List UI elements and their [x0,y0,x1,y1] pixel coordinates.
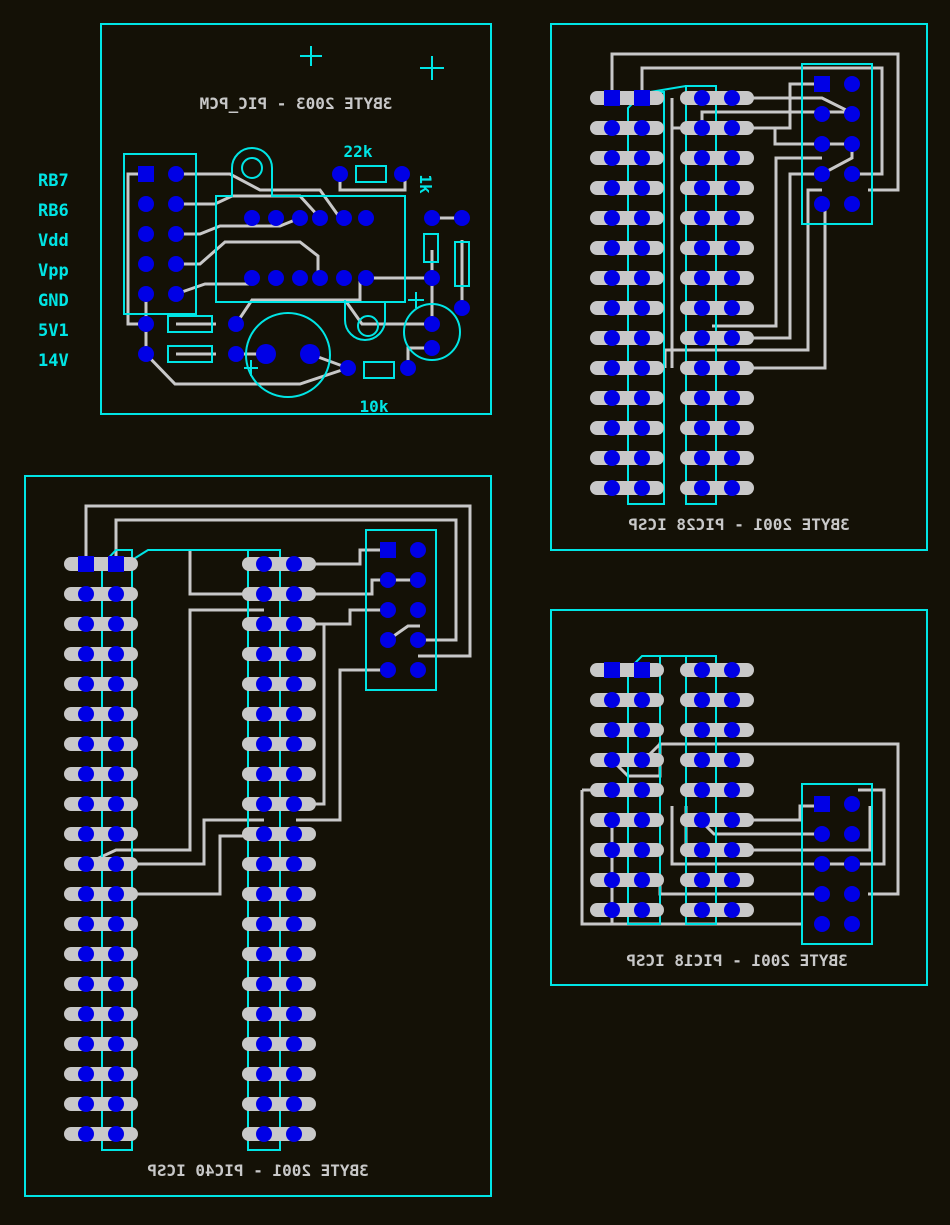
pic40-pads [64,542,426,1142]
pic40-ic-left-outline [101,549,133,1151]
pic18-board-title: 3BYTE 2001 - PIC18 ICSP [626,951,848,970]
pcm-led-outline [403,303,461,361]
pic18-pads [590,662,860,932]
pic40-ic-right-outline [247,549,281,1151]
pcm-silkscreen [123,46,470,398]
pin-label-rb6: RB6 [38,201,69,221]
pcm-resistor-10k-label: 10k [360,397,389,416]
pic28-board-title: 3BYTE 2001 - PIC28 ICSP [628,515,850,534]
pic28-pads [590,76,860,496]
pic18-ic-left-outline [627,655,661,925]
pic28-traces [610,52,900,370]
pcm-capacitor-outline [245,312,331,398]
pic40-traces [84,504,472,896]
board-outline-pic40 [24,475,492,1197]
pcm-board-title: 3BYTE 2003 - PIC_PCM [200,94,393,113]
pcm-labels: 3BYTE 2003 - PIC_PCM 22k 1k 10k [200,94,435,416]
pic40-silkscreen [101,529,437,1151]
pin-label-rb7: RB7 [38,171,69,191]
pic28-ic-right-outline [685,85,717,505]
pic40-header-outline [365,529,437,691]
pic28-header-outline [801,63,873,225]
pcm-resistor-22k-label: 22k [344,142,373,161]
board-outline-pcm [100,23,492,415]
pic18-header-outline [801,783,873,945]
pcm-resistor-1k-label: 1k [416,174,435,194]
pcm-pads [138,166,470,376]
pcm-header-outline [123,153,197,315]
pic40-board-title: 3BYTE 2001 - PIC40 ICSP [147,1161,369,1180]
pcm-regulator-outline [215,147,406,303]
pin-label-5v1: 5V1 [38,321,69,341]
pin-label-14v: 14V [38,351,69,371]
pin-label-vdd: Vdd [38,231,69,251]
board-outline-pic28 [550,23,928,551]
pin-label-vpp: Vpp [38,261,69,281]
pin-labels: RB7 RB6 Vdd Vpp GND 5V1 14V [38,171,69,371]
pin-label-gnd: GND [38,291,69,311]
board-outline-pic18 [550,609,928,986]
